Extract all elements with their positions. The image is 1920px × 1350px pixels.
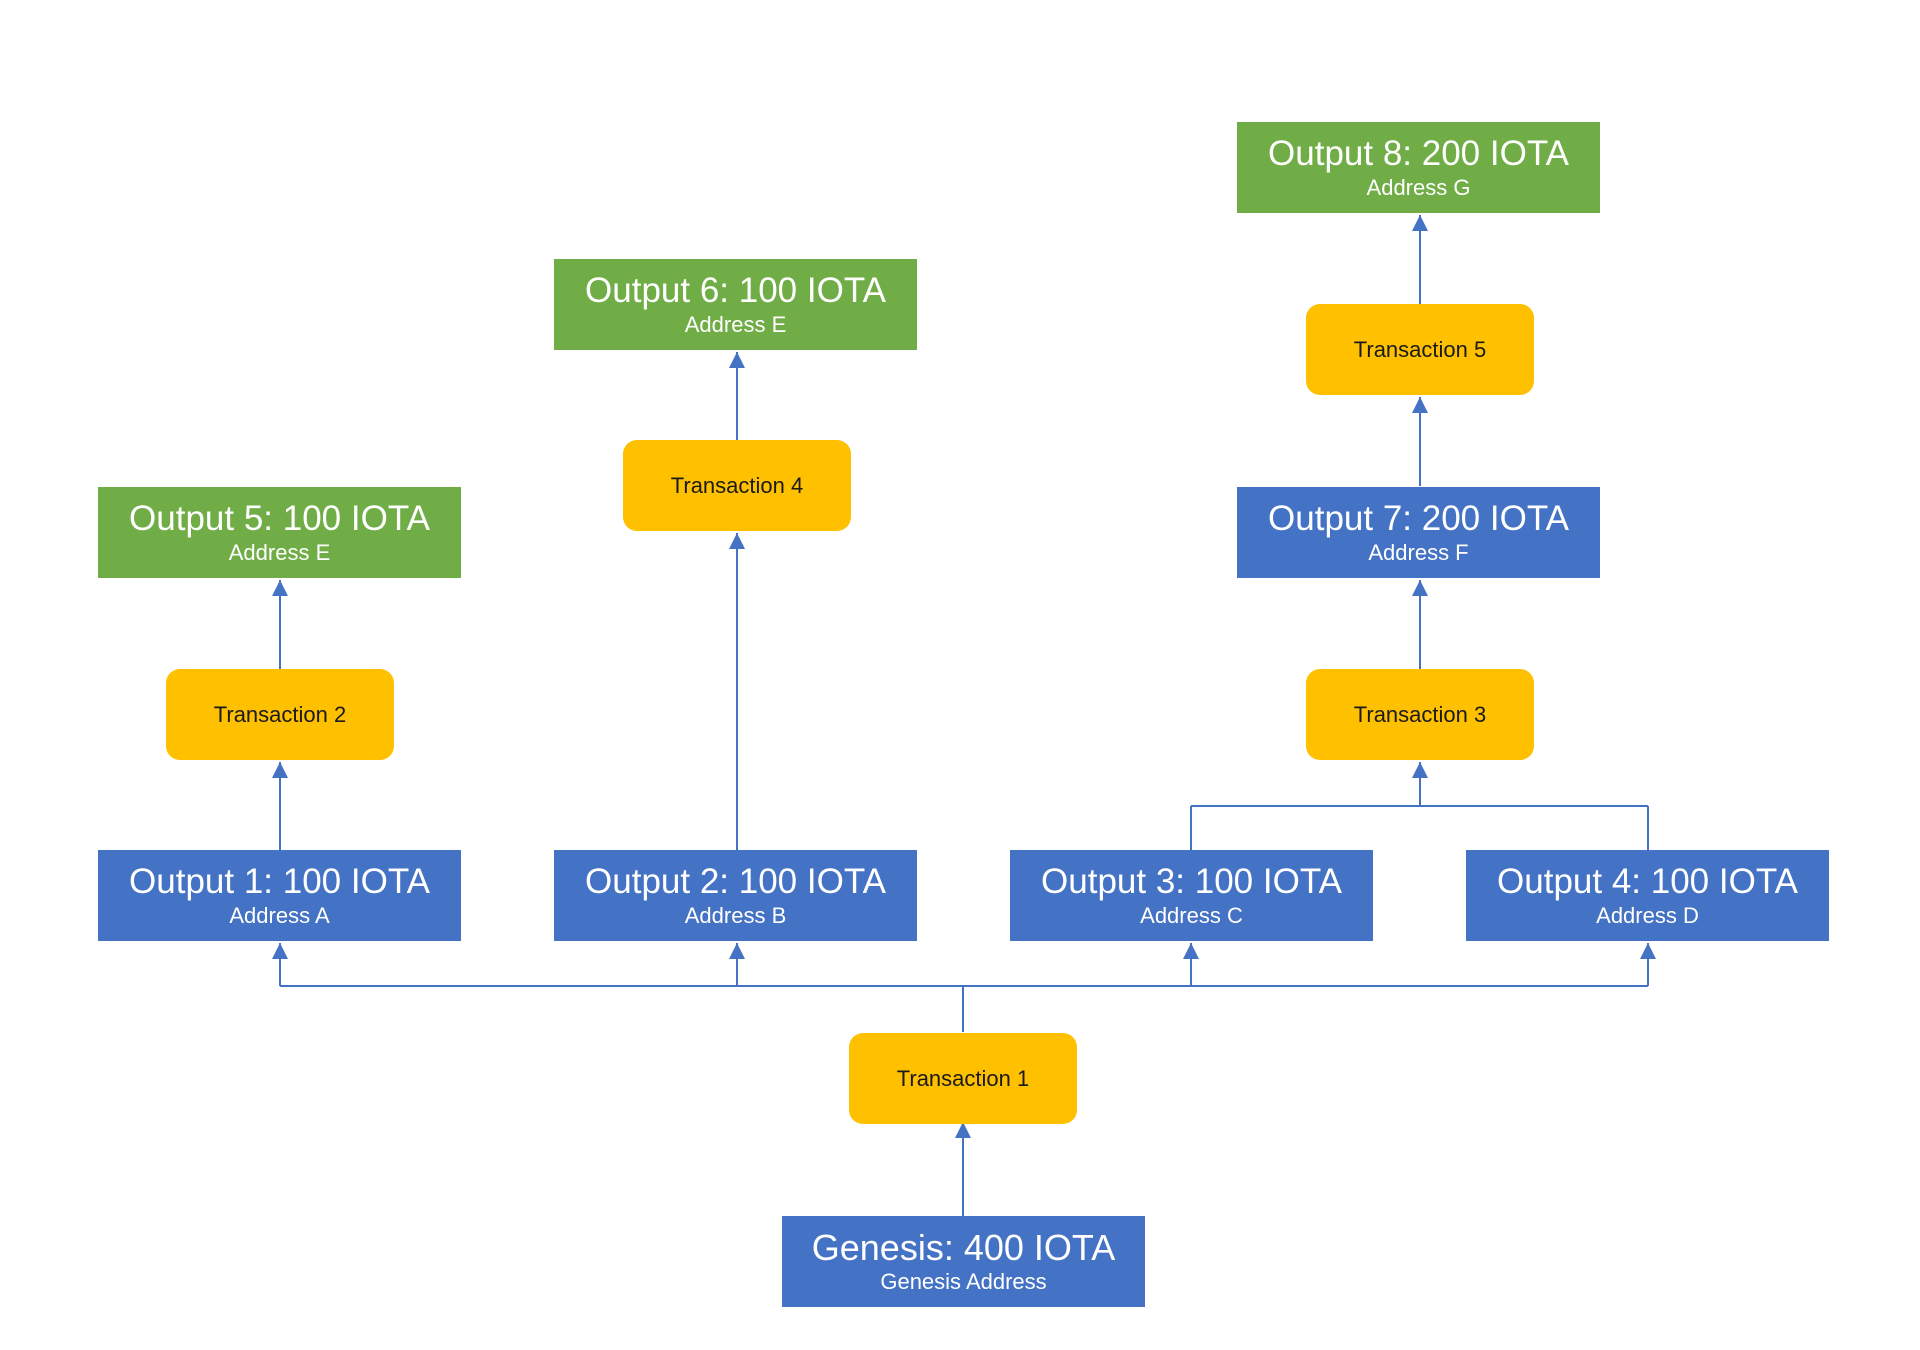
output-4-amount: Output 4: 100 IOTA bbox=[1497, 861, 1798, 901]
output-1-amount: Output 1: 100 IOTA bbox=[129, 861, 430, 901]
output-6-address: Address E bbox=[684, 311, 787, 337]
output-4-address: Address D bbox=[1596, 902, 1699, 928]
transaction-5-node: Transaction 5 bbox=[1306, 304, 1534, 395]
output-6-amount: Output 6: 100 IOTA bbox=[585, 270, 886, 310]
output-7-address: Address F bbox=[1368, 539, 1469, 565]
output-2-address: Address B bbox=[684, 902, 787, 928]
genesis-amount: Genesis: 400 IOTA bbox=[811, 1226, 1116, 1268]
genesis-address: Genesis Address bbox=[880, 1268, 1047, 1294]
transaction-1-node: Transaction 1 bbox=[849, 1033, 1077, 1124]
output-2-amount: Output 2: 100 IOTA bbox=[585, 861, 886, 901]
transaction-4-node: Transaction 4 bbox=[623, 440, 851, 531]
output-8-node: Output 8: 200 IOTA Address G bbox=[1237, 122, 1600, 213]
output-7-node: Output 7: 200 IOTA Address F bbox=[1237, 487, 1600, 578]
genesis-node: Genesis: 400 IOTA Genesis Address bbox=[782, 1216, 1145, 1307]
output-3-amount: Output 3: 100 IOTA bbox=[1041, 861, 1342, 901]
output-2-node: Output 2: 100 IOTA Address B bbox=[554, 850, 917, 941]
output-3-node: Output 3: 100 IOTA Address C bbox=[1010, 850, 1373, 941]
output-7-amount: Output 7: 200 IOTA bbox=[1268, 498, 1569, 538]
output-5-node: Output 5: 100 IOTA Address E bbox=[98, 487, 461, 578]
output-3-address: Address C bbox=[1140, 902, 1243, 928]
output-4-node: Output 4: 100 IOTA Address D bbox=[1466, 850, 1829, 941]
output-6-node: Output 6: 100 IOTA Address E bbox=[554, 259, 917, 350]
output-5-address: Address E bbox=[228, 539, 331, 565]
output-1-node: Output 1: 100 IOTA Address A bbox=[98, 850, 461, 941]
transaction-2-node: Transaction 2 bbox=[166, 669, 394, 760]
output-5-amount: Output 5: 100 IOTA bbox=[129, 498, 430, 538]
output-1-address: Address A bbox=[229, 902, 330, 928]
transaction-3-node: Transaction 3 bbox=[1306, 669, 1534, 760]
output-8-amount: Output 8: 200 IOTA bbox=[1268, 133, 1569, 173]
output-8-address: Address G bbox=[1366, 174, 1471, 200]
